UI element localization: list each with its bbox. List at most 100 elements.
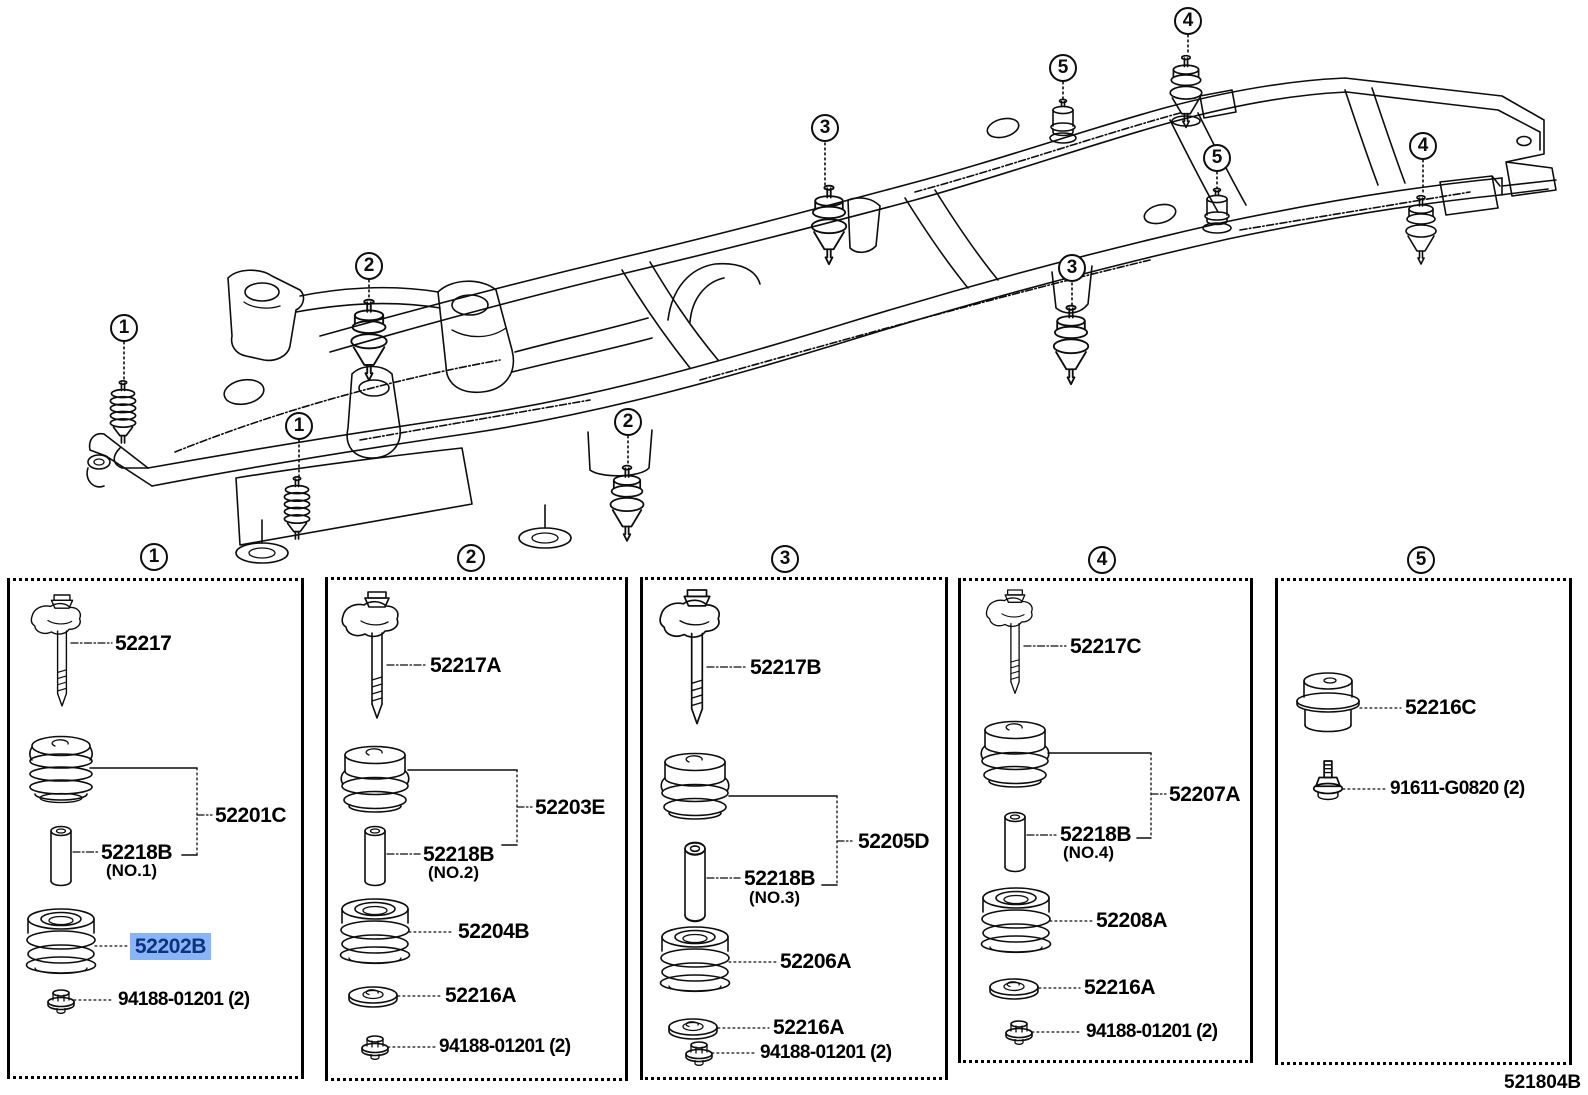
washer-drawing (668, 1018, 718, 1040)
diagram-code: 521804B (1504, 1072, 1582, 1093)
washer-drawing (989, 978, 1039, 1000)
callout-number: 1 (118, 317, 130, 338)
upper-cushion-drawing (660, 752, 730, 820)
spacer-drawing (364, 825, 386, 887)
frame-callout-5a: 5 (1049, 54, 1077, 82)
frame-callout-1a: 1 (110, 314, 138, 342)
cushion-drawing-2b (609, 464, 645, 542)
panel-1-number: 1 (140, 543, 168, 571)
callout-number: 1 (293, 415, 305, 436)
panel-3: 52217B 52205D 52218B (NO.3) 52206A 52216… (640, 577, 948, 1080)
callout-number: 3 (1066, 257, 1078, 278)
frame-cushion-drawings (109, 54, 1437, 542)
washer-drawing (348, 986, 398, 1008)
panel-number: 5 (1415, 549, 1427, 570)
frame-holes (223, 117, 1177, 406)
bolt-part-label: 91611-G0820 (2) (1390, 778, 1525, 799)
frame-front-section (86, 269, 653, 564)
spacer-part-label: 52218B (1060, 823, 1132, 846)
bolt-part-label: 52217C (1070, 635, 1142, 658)
nut-part-label: 94188-01201 (2) (118, 989, 250, 1010)
bolt-part-label: 52217B (750, 656, 822, 679)
mounting-bolt-drawing (659, 589, 720, 725)
cushion-drawing-5a (1050, 98, 1076, 137)
washer-part-label: 52216A (1084, 976, 1156, 999)
spacer-part-label: 52218B (423, 843, 495, 866)
lower-cushion-drawing (659, 926, 731, 993)
panel-2: 52217A 52203E 52218B (NO.2) 52204B 52216… (325, 577, 628, 1081)
frame-line-art (86, 34, 1557, 564)
nut-part-label: 94188-01201 (2) (439, 1036, 571, 1057)
spacer-note: (NO.1) (106, 861, 157, 880)
spacer-drawing (1004, 811, 1026, 873)
frame-callout-4a: 4 (1174, 7, 1202, 35)
callout-leader-lines (123, 34, 1424, 477)
panel-number: 4 (1096, 549, 1108, 570)
spacer-part-label: 52218B (101, 841, 173, 864)
frame-callout-5b: 5 (1203, 144, 1231, 172)
nut-drawing (1005, 1020, 1033, 1046)
callout-number: 5 (1211, 147, 1223, 168)
spacer-note: (NO.3) (749, 888, 800, 907)
washer-part-label: 52216A (445, 984, 517, 1007)
panel-3-part-art (659, 589, 853, 1067)
spacer-drawing (50, 825, 72, 887)
spacer-note: (NO.4) (1063, 843, 1114, 862)
frame-mount-brackets (587, 89, 1501, 477)
upper-cushion-drawing (28, 735, 94, 804)
lower-cushion-drawing (980, 887, 1052, 954)
spacer-part-label: 52218B (744, 867, 816, 890)
nut-part-label: 94188-01201 (2) (760, 1042, 892, 1063)
panel-4-part-art (980, 589, 1167, 1046)
panel-5-number: 5 (1407, 546, 1435, 574)
panel-3-number: 3 (771, 545, 799, 573)
small-bolt-drawing (1312, 760, 1344, 801)
callout-number: 4 (1417, 135, 1429, 156)
nut-drawing (361, 1035, 389, 1061)
frame-callout-3a: 3 (811, 114, 839, 142)
cushion-group-label: 52203E (535, 796, 606, 819)
panel-4: 52217C 52207A 52218B (NO.4) 52208A 52216… (958, 578, 1253, 1063)
panel-1: 52217 52201C 52218B (NO.1) 52202B 94188-… (7, 578, 304, 1079)
panel-number: 2 (465, 547, 477, 568)
cushion-drawing-1b (283, 476, 311, 540)
panel-2-part-art (339, 591, 533, 1061)
panel-1-part-art (25, 594, 213, 1015)
spacer-note: (NO.2) (428, 863, 479, 882)
frame-callout-2a: 2 (355, 252, 383, 280)
highlighted-part-label[interactable]: 52202B (130, 933, 211, 960)
cushion-group-label: 52201C (215, 804, 287, 827)
cushion-drawing-1a (109, 380, 137, 444)
panel-number: 3 (779, 548, 791, 569)
washer-part-label: 52216A (773, 1016, 845, 1039)
spacer-drawing (683, 841, 707, 923)
upper-cushion-drawing (980, 720, 1050, 788)
lower-cushion-part-label: 52206A (780, 950, 852, 973)
nut-drawing (685, 1041, 713, 1067)
upper-cushion-drawing (340, 745, 410, 813)
cushion-group-label: 52205D (858, 830, 930, 853)
lower-cushion-part-label: 52208A (1096, 909, 1168, 932)
cushion-drawing (1296, 672, 1360, 733)
frame-rails (147, 77, 1557, 487)
panel-5: 52216C 91611-G0820 (2) (1275, 578, 1572, 1065)
callout-number: 4 (1182, 10, 1194, 31)
frame-callout-1b: 1 (285, 412, 313, 440)
callout-number: 2 (363, 255, 375, 276)
lower-cushion-part-label: 52204B (458, 920, 530, 943)
frame-callout-3b: 3 (1058, 254, 1086, 282)
frame-callout-2b: 2 (614, 408, 642, 436)
callout-number: 5 (1057, 57, 1069, 78)
panel-5-part-art (1296, 672, 1402, 801)
frame-hidden-lines (174, 112, 1471, 453)
cushion-group-label: 52207A (1169, 783, 1241, 806)
bolt-part-label: 52217A (430, 654, 502, 677)
nut-drawing (47, 989, 75, 1015)
cushion-part-label: 52216C (1405, 696, 1477, 719)
mounting-bolt-drawing (985, 589, 1033, 694)
panel-number: 1 (148, 546, 160, 567)
panel-4-number: 4 (1088, 546, 1116, 574)
lower-cushion-drawing (339, 898, 411, 965)
lower-cushion-drawing (25, 908, 97, 975)
